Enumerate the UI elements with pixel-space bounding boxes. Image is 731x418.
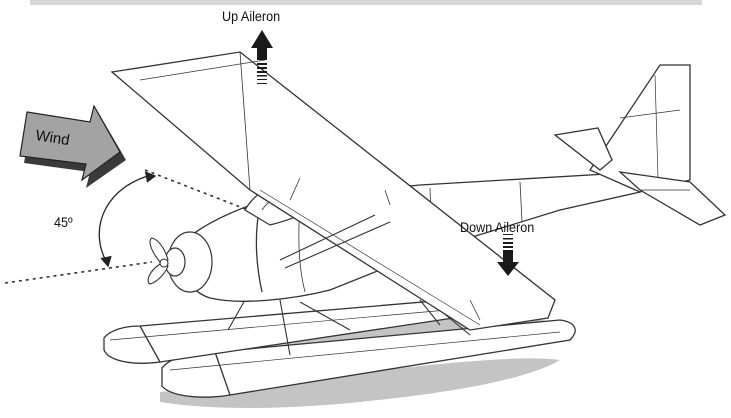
top-rule bbox=[30, 0, 702, 5]
wind-arrow-icon bbox=[19, 104, 126, 188]
up-aileron-label: Up Aileron bbox=[222, 8, 281, 24]
propeller bbox=[147, 237, 169, 285]
tail-fin bbox=[589, 64, 691, 193]
nose bbox=[164, 231, 213, 293]
angle-label: 45º bbox=[54, 214, 73, 230]
arrow-down-icon bbox=[497, 234, 519, 276]
angle-arc bbox=[98, 171, 157, 268]
main-wing bbox=[110, 51, 556, 331]
arrow-up-icon bbox=[251, 30, 273, 84]
wind-lines bbox=[4, 169, 249, 284]
down-aileron-label: Down Aileron bbox=[460, 219, 535, 235]
horizontal-stabilizer bbox=[553, 127, 727, 226]
wing-struts bbox=[279, 214, 391, 269]
